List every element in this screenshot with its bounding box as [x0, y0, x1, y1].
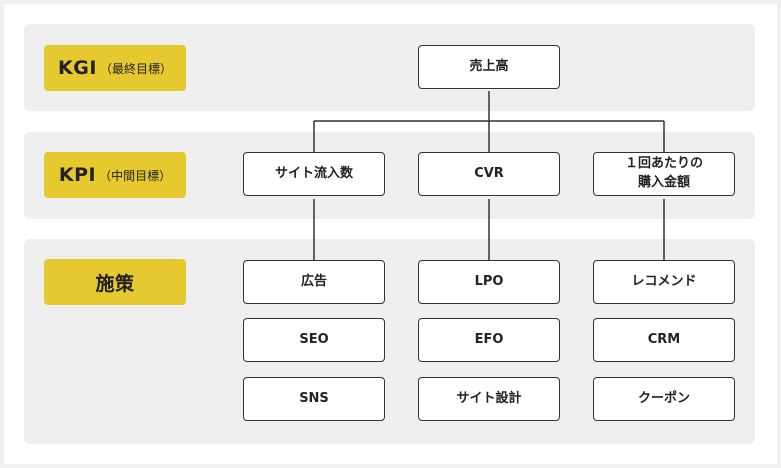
kgi-sublabel: （最終目標） [99, 61, 172, 76]
node-sns-label: SNS [299, 390, 329, 406]
node-ads-label: 広告 [300, 273, 327, 289]
node-site-traffic: サイト流入数 [243, 152, 385, 196]
connector-lines [313, 91, 665, 260]
node-site-design-label: サイト設計 [456, 390, 522, 406]
node-sns: SNS [243, 377, 385, 421]
kgi-tag: KGI（最終目標） [44, 45, 186, 91]
kpi-sublabel: （中間目標） [99, 168, 172, 183]
node-efo: EFO [418, 318, 560, 362]
kpi-tag: KPI（中間目標） [44, 152, 186, 198]
node-lpo-label: LPO [474, 273, 504, 289]
node-ads: 広告 [243, 260, 385, 304]
node-cvr-label: CVR [474, 165, 504, 181]
node-efo-label: EFO [474, 331, 504, 347]
kgi-label: KGI [58, 57, 97, 79]
node-coupon: クーポン [593, 377, 735, 421]
kpi-label: KPI [58, 164, 97, 186]
node-crm-label: CRM [647, 331, 681, 347]
node-lpo: LPO [418, 260, 560, 304]
node-order-value-label: １回あたりの 購入金額 [625, 155, 703, 193]
node-recommend: レコメンド [593, 260, 735, 304]
node-order-value: １回あたりの 購入金額 [593, 152, 735, 196]
node-recommend-label: レコメンド [631, 273, 697, 289]
node-sales: 売上高 [418, 45, 560, 89]
node-order-value-line1: １回あたりの [624, 156, 703, 172]
node-sales-label: 売上高 [469, 58, 509, 74]
node-seo-label: SEO [299, 331, 329, 347]
node-order-value-line2: 購入金額 [637, 175, 690, 190]
node-seo: SEO [243, 318, 385, 362]
measures-tag: 施策 [44, 259, 186, 305]
node-cvr: CVR [418, 152, 560, 196]
node-site-traffic-label: サイト流入数 [274, 165, 353, 181]
node-coupon-label: クーポン [637, 390, 690, 406]
measures-label: 施策 [95, 272, 135, 295]
node-crm: CRM [593, 318, 735, 362]
node-site-design: サイト設計 [418, 377, 560, 421]
diagram-frame: KGI（最終目標） KPI（中間目標） 施策 売上高 サイト流入数 CVR １回… [4, 4, 777, 464]
